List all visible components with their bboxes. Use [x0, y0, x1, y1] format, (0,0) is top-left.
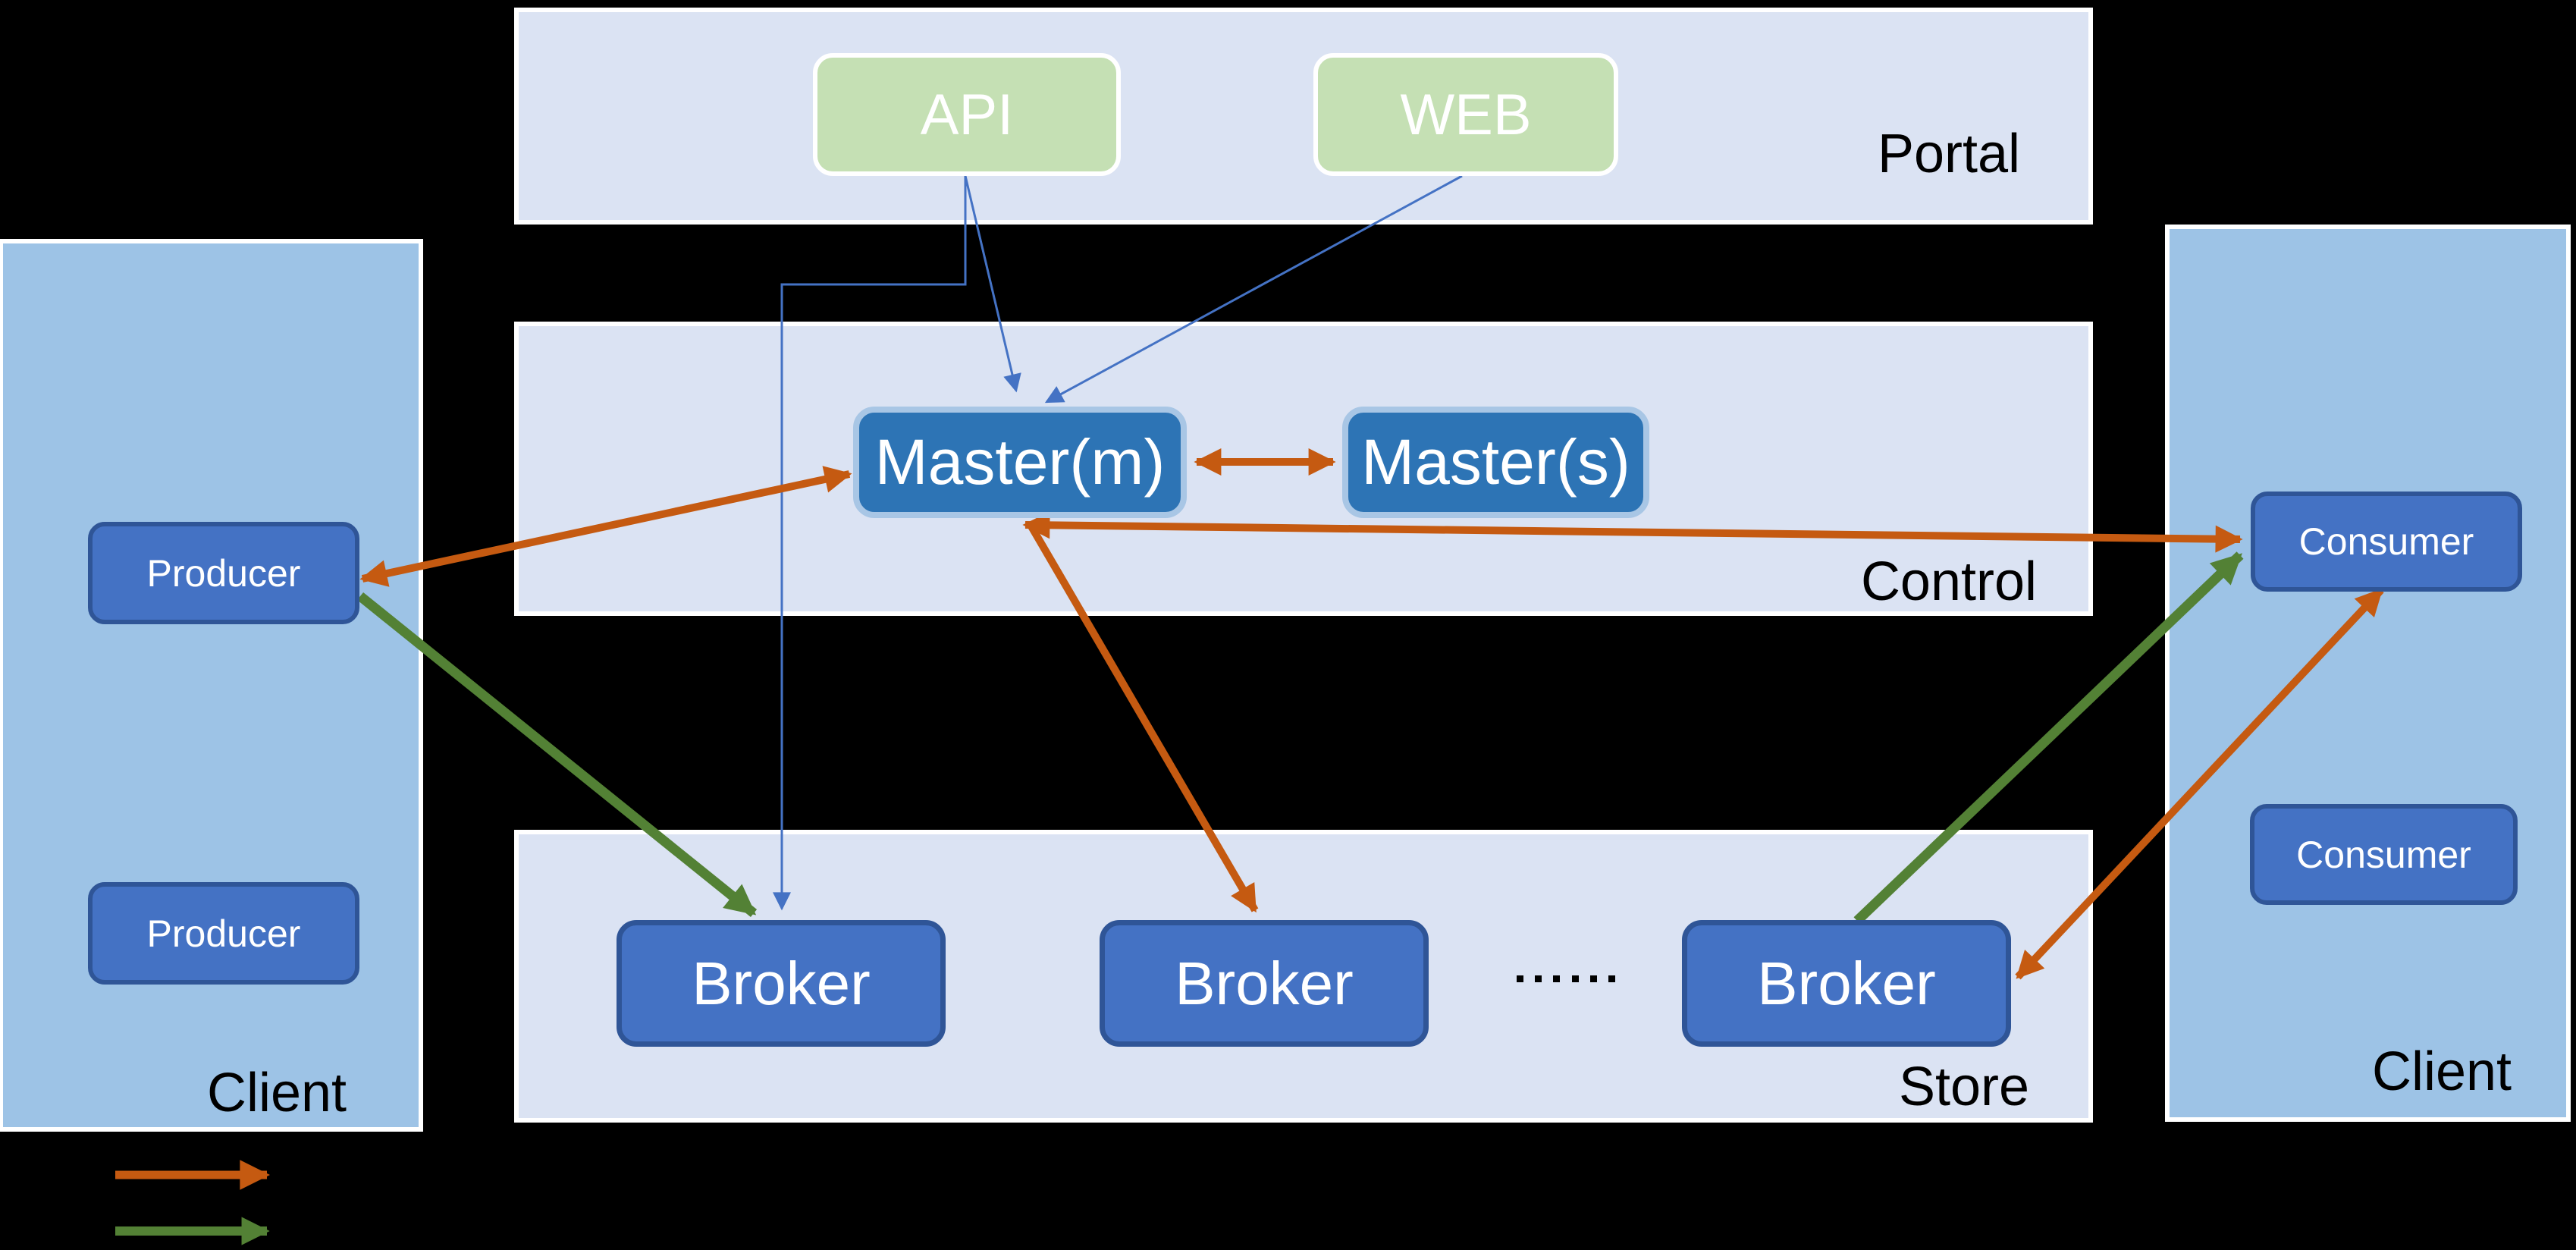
ellipsis-dot	[1535, 975, 1542, 982]
broker-1-node-label: Broker	[692, 949, 871, 1017]
portal-band	[514, 8, 2093, 225]
broker-2-node: Broker	[1100, 920, 1429, 1047]
ellipsis-dot	[1571, 975, 1579, 982]
ellipsis-dot	[1589, 975, 1597, 982]
producer-broker-green-arrow	[356, 592, 758, 918]
producer-1-node: Producer	[88, 522, 359, 624]
consumer-2-node: Consumer	[2250, 804, 2518, 905]
ellipsis-dot	[1553, 975, 1561, 982]
api-to-broker-elbow-line	[773, 176, 967, 911]
control-band-label: Control	[1860, 551, 2038, 612]
broker-consumer-green-arrow	[1853, 551, 2244, 925]
master-s-node: Master(s)	[1342, 407, 1649, 518]
broker-ellipsis	[1517, 974, 1615, 983]
master-broker-arrow	[1028, 524, 1259, 913]
broker-2-node-label: Broker	[1175, 949, 1354, 1017]
producer-2-node: Producer	[88, 882, 359, 985]
api-node-label: API	[920, 82, 1014, 147]
master-m-node: Master(m)	[853, 407, 1187, 518]
store-band-label: Store	[1898, 1057, 2030, 1117]
master-m-node-label: Master(m)	[874, 426, 1166, 498]
api-to-master-line	[964, 175, 1021, 393]
producer-1-node-label: Producer	[146, 551, 301, 595]
web-node: WEB	[1313, 53, 1618, 176]
consumer-1-node: Consumer	[2251, 492, 2522, 592]
consumer-2-node-label: Consumer	[2296, 833, 2471, 876]
web-to-master-line	[1044, 174, 1463, 404]
web-node-label: WEB	[1400, 82, 1532, 147]
broker-3-node: Broker	[1682, 920, 2011, 1047]
broker-consumer-orange-arrow	[2015, 587, 2384, 980]
master-consumer-arrow	[1022, 511, 2243, 553]
portal-band-label: Portal	[1877, 124, 2021, 184]
producer-2-node-label: Producer	[146, 912, 301, 955]
ellipsis-dot	[1608, 975, 1615, 982]
broker-3-node-label: Broker	[1757, 949, 1936, 1017]
consumer-1-node-label: Consumer	[2298, 520, 2474, 563]
ellipsis-dot	[1517, 975, 1523, 982]
producer-master-arrow	[359, 466, 852, 587]
api-node: API	[813, 53, 1121, 176]
left-client-label: Client	[206, 1063, 347, 1123]
right-client-label: Client	[2371, 1041, 2512, 1102]
broker-1-node: Broker	[617, 920, 946, 1047]
master-s-node-label: Master(s)	[1361, 426, 1630, 498]
